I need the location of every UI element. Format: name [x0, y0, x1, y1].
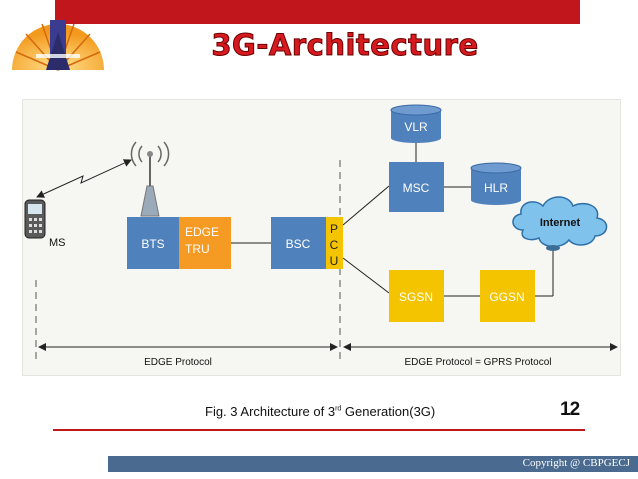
caption-suffix: Generation(3G): [341, 404, 436, 419]
divider: [53, 429, 585, 431]
ggsn-box: [480, 270, 535, 322]
internet-cloud-icon: [512, 196, 608, 251]
sgsn-box: [389, 270, 444, 322]
hlr-database: [470, 162, 522, 205]
internet-label: Internet: [540, 217, 581, 229]
mobile-phone-icon: [24, 199, 46, 239]
caption-superscript: rd: [335, 405, 342, 413]
vlr-label: VLR: [404, 120, 428, 134]
pcu-box: [326, 217, 343, 269]
footer-bar: Copyright @ CBPGECJ: [108, 456, 638, 472]
pcu-sgsn-link: [342, 257, 390, 294]
edge-tru-box: [179, 217, 231, 269]
sgsn-label: SGSN: [399, 290, 433, 304]
pcu-label-u: U: [330, 254, 339, 268]
pcu-msc-link: [342, 185, 390, 226]
caption-prefix: Fig. 3 Architecture of 3: [205, 404, 336, 419]
radio-link: [36, 159, 132, 198]
figure-caption: Fig. 3 Architecture of 3rd Generation(3G…: [205, 404, 435, 419]
ms-label: MS: [49, 237, 66, 249]
pcu-label-p: P: [330, 222, 338, 236]
architecture-diagram: MS BTS EDGE TRU BSC P C U: [22, 99, 621, 376]
college-logo: [6, 12, 110, 92]
msc-label: MSC: [403, 181, 430, 195]
bts-label: BTS: [141, 237, 164, 251]
bts-box: [127, 217, 179, 269]
bsc-box: [271, 217, 326, 269]
page-number: 12: [560, 399, 580, 420]
copyright-text: Copyright @ CBPGECJ: [522, 457, 630, 469]
slide-title: 3G-Architecture: [211, 28, 479, 63]
hlr-label: HLR: [484, 181, 508, 195]
antenna-icon: [130, 141, 170, 217]
header-bar: [55, 0, 580, 24]
edge-protocol-label: EDGE Protocol: [144, 357, 212, 368]
edge-tru-label-2: TRU: [185, 242, 210, 256]
ggsn-label: GGSN: [489, 290, 524, 304]
gprs-protocol-label: EDGE Protocol = GPRS Protocol: [404, 357, 551, 368]
msc-box: [389, 162, 444, 212]
edge-tru-label-1: EDGE: [185, 225, 219, 239]
pcu-label-c: C: [330, 238, 339, 252]
vlr-database: [390, 104, 442, 143]
bsc-label: BSC: [286, 237, 311, 251]
